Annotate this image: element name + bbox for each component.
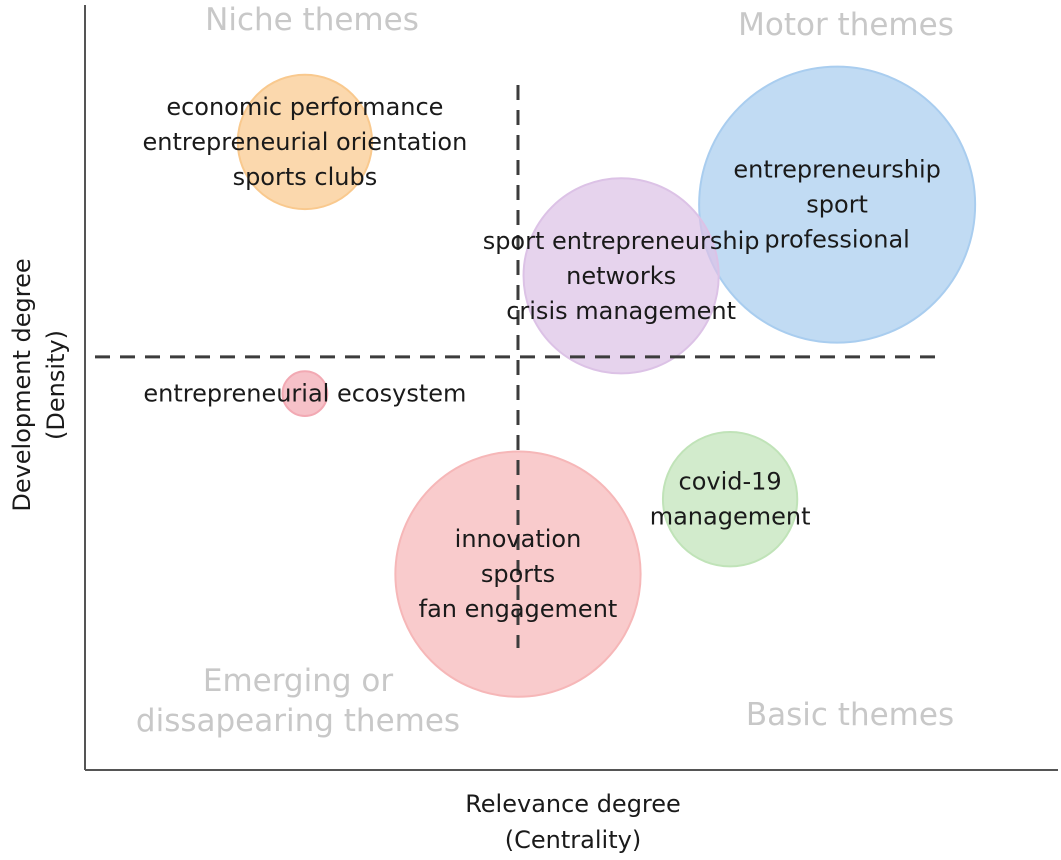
- bubble-label-line: professional: [764, 226, 909, 254]
- quadrant-label-line: dissapearing themes: [136, 703, 460, 739]
- quadrant-label-line: Basic themes: [746, 697, 954, 733]
- bubble-0: [236, 73, 374, 211]
- bubble-label-line: sport entrepreneurship: [483, 227, 760, 255]
- bubble-label-line: entrepreneurial orientation: [142, 128, 467, 156]
- x-axis-title: Relevance degree (Centrality): [465, 790, 681, 854]
- quadrant-label-line: Niche themes: [205, 2, 419, 38]
- quadrant-label-line: Emerging or: [203, 663, 393, 699]
- axis-titles: Relevance degree (Centrality) Development …: [8, 258, 681, 854]
- bubble-1: [698, 65, 977, 344]
- bubble-3: [281, 370, 329, 418]
- quadrant-dividers: [95, 85, 945, 648]
- quadrant-label-line: Motor themes: [738, 7, 954, 43]
- bubble-label-3: entrepreneurial ecosystem: [143, 380, 466, 408]
- bubble-label-line: covid-19: [679, 468, 782, 496]
- bubble-label-5: innovation sports fan engagement: [419, 525, 618, 623]
- quadrant-label-bottom-left: Emerging or dissapearing themes: [136, 663, 460, 739]
- bubble-labels: economic performance entrepreneurial orie…: [142, 93, 940, 623]
- bubble-label-line: fan engagement: [419, 595, 618, 623]
- bubbles-layer: [236, 65, 977, 698]
- y-axis-title: Development degree(Density): [8, 258, 70, 511]
- bubble-label-line: entrepreneurial ecosystem: [143, 380, 466, 408]
- bubble-label-4: covid-19 management: [650, 468, 811, 531]
- y-axis-title-line: (Density): [42, 330, 70, 440]
- bubble-label-line: sports clubs: [233, 163, 378, 191]
- x-axis-title-line: Relevance degree: [465, 790, 681, 818]
- bubble-2: [522, 177, 720, 375]
- bubble-label-line: management: [650, 503, 811, 531]
- bubble-label-line: networks: [566, 262, 676, 290]
- y-axis-title-line: Development degree: [8, 258, 36, 511]
- quadrant-label-bottom-right: Basic themes: [746, 697, 954, 733]
- x-axis-title-line: (Centrality): [505, 826, 641, 854]
- bubble-label-2: sport entrepreneurship networks crisis man…: [483, 227, 760, 325]
- bubble-label-1: entrepreneurship sport professional: [733, 156, 941, 254]
- axes: [84, 5, 1058, 771]
- bubble-label-0: economic performance entrepreneurial orie…: [142, 93, 467, 191]
- bubble-label-line: crisis management: [506, 297, 736, 325]
- bubble-4: [661, 431, 799, 568]
- quadrant-label-top-left: Niche themes: [205, 2, 419, 38]
- bubble-label-line: sport: [806, 191, 868, 219]
- bubble-label-line: entrepreneurship: [733, 156, 941, 184]
- bubble-label-line: economic performance: [166, 93, 443, 121]
- bubble-label-line: innovation: [455, 525, 582, 553]
- bubble-label-line: sports: [481, 560, 555, 588]
- quadrant-label-top-right: Motor themes: [738, 7, 954, 43]
